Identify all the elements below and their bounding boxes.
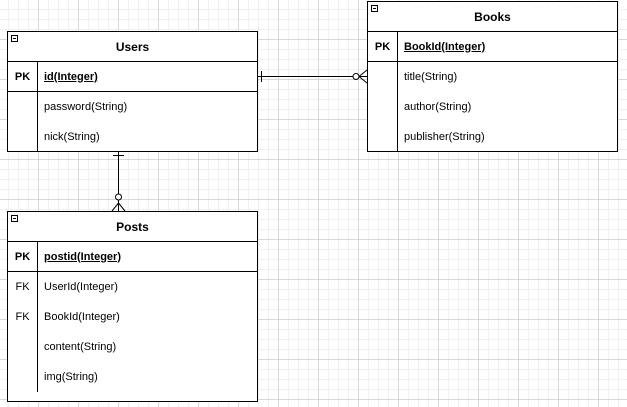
- books-field-publisher: publisher(String): [404, 131, 485, 143]
- books-pk-row[interactable]: PK BookId(Integer): [368, 32, 617, 62]
- users-field-password: password(String): [44, 101, 128, 113]
- users-posts-relationship[interactable]: [111, 152, 126, 212]
- posts-fk-key: FK: [8, 302, 38, 332]
- users-field-key: [8, 92, 38, 122]
- users-books-relationship[interactable]: [258, 69, 368, 84]
- posts-field-bookid: BookId(Integer): [44, 311, 120, 323]
- posts-pk-key: PK: [8, 242, 38, 271]
- books-field-row[interactable]: publisher(String): [368, 122, 617, 152]
- users-entity-header[interactable]: Users: [8, 32, 257, 62]
- users-field-row[interactable]: password(String): [8, 92, 257, 122]
- users-field-row[interactable]: nick(String): [8, 122, 257, 152]
- users-pk-row[interactable]: PK id(Integer): [8, 62, 257, 92]
- crow-foot-mark: [111, 202, 119, 212]
- posts-entity[interactable]: Posts PK postid(Integer) FK UserId(Integ…: [7, 211, 258, 402]
- books-field-key: [368, 62, 398, 92]
- crow-foot-mark: [358, 76, 368, 84]
- zero-mark: [115, 193, 122, 201]
- users-entity[interactable]: Users PK id(Integer) password(String) ni…: [7, 31, 258, 152]
- posts-field-row[interactable]: FK UserId(Integer): [8, 272, 257, 302]
- zero-mark: [352, 73, 360, 80]
- books-pk-field: BookId(Integer): [404, 40, 486, 53]
- posts-field-key: [8, 362, 38, 392]
- posts-field-key: [8, 332, 38, 362]
- posts-field-row[interactable]: content(String): [8, 332, 257, 362]
- posts-field-content: content(String): [44, 341, 117, 353]
- posts-pk-row[interactable]: PK postid(Integer): [8, 242, 257, 272]
- books-entity[interactable]: Books PK BookId(Integer) title(String) a…: [367, 1, 618, 152]
- collapse-icon[interactable]: [11, 215, 18, 222]
- crow-foot-mark: [358, 69, 368, 77]
- posts-field-userid: UserId(Integer): [44, 281, 118, 293]
- users-field-nick: nick(String): [44, 131, 100, 143]
- books-field-row[interactable]: author(String): [368, 92, 617, 122]
- users-pk-key: PK: [8, 62, 38, 91]
- users-entity-title: Users: [115, 39, 150, 54]
- posts-entity-header[interactable]: Posts: [8, 212, 257, 242]
- posts-field-img: img(String): [44, 371, 98, 383]
- posts-field-row[interactable]: FK BookId(Integer): [8, 302, 257, 332]
- users-field-key: [8, 122, 38, 152]
- books-field-author: author(String): [404, 101, 472, 113]
- books-field-key: [368, 92, 398, 122]
- books-pk-key: PK: [368, 32, 398, 61]
- books-field-row[interactable]: title(String): [368, 62, 617, 92]
- posts-field-row[interactable]: img(String): [8, 362, 257, 392]
- books-entity-header[interactable]: Books: [368, 2, 617, 32]
- books-entity-title: Books: [474, 9, 511, 24]
- crow-foot-mark: [118, 202, 126, 212]
- users-pk-field: id(Integer): [44, 70, 98, 83]
- collapse-icon[interactable]: [11, 35, 18, 42]
- collapse-icon[interactable]: [371, 5, 378, 12]
- posts-entity-title: Posts: [116, 219, 149, 234]
- posts-pk-field: postid(Integer): [44, 250, 121, 263]
- books-field-title: title(String): [404, 71, 458, 83]
- books-field-key: [368, 122, 398, 152]
- posts-fk-key: FK: [8, 272, 38, 302]
